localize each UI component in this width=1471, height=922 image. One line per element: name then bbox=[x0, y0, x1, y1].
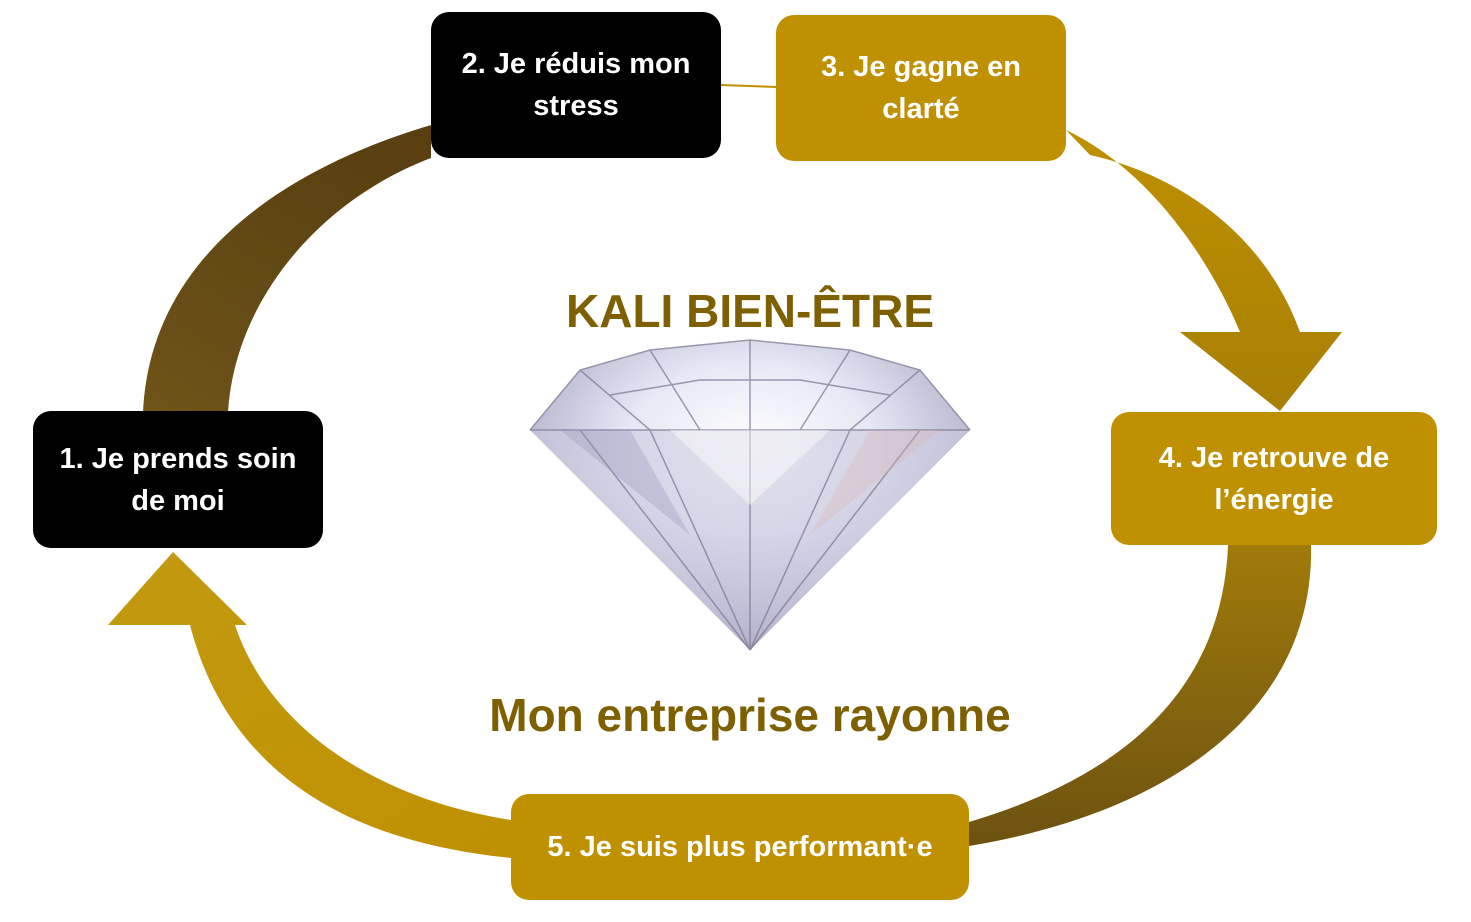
step-4-box: 4. Je retrouve de l’énergie bbox=[1111, 412, 1437, 545]
step-1-box: 1. Je prends soin de moi bbox=[33, 411, 323, 548]
connector-2-to-3 bbox=[720, 84, 777, 88]
step-5-box: 5. Je suis plus performant·e bbox=[511, 794, 969, 900]
arc-4-to-5 bbox=[969, 545, 1312, 846]
step-3-box: 3. Je gagne en clarté bbox=[776, 15, 1066, 161]
arc-1-to-2 bbox=[143, 125, 431, 412]
brand-title: KALI BIEN-ÊTRE bbox=[566, 285, 934, 337]
arc-3-to-4 bbox=[1066, 130, 1342, 411]
diamond-image bbox=[529, 339, 971, 651]
arc-5-to-1 bbox=[108, 552, 511, 858]
step-2-box: 2. Je réduis mon stress bbox=[431, 12, 721, 158]
tagline: Mon entreprise rayonne bbox=[489, 689, 1011, 741]
